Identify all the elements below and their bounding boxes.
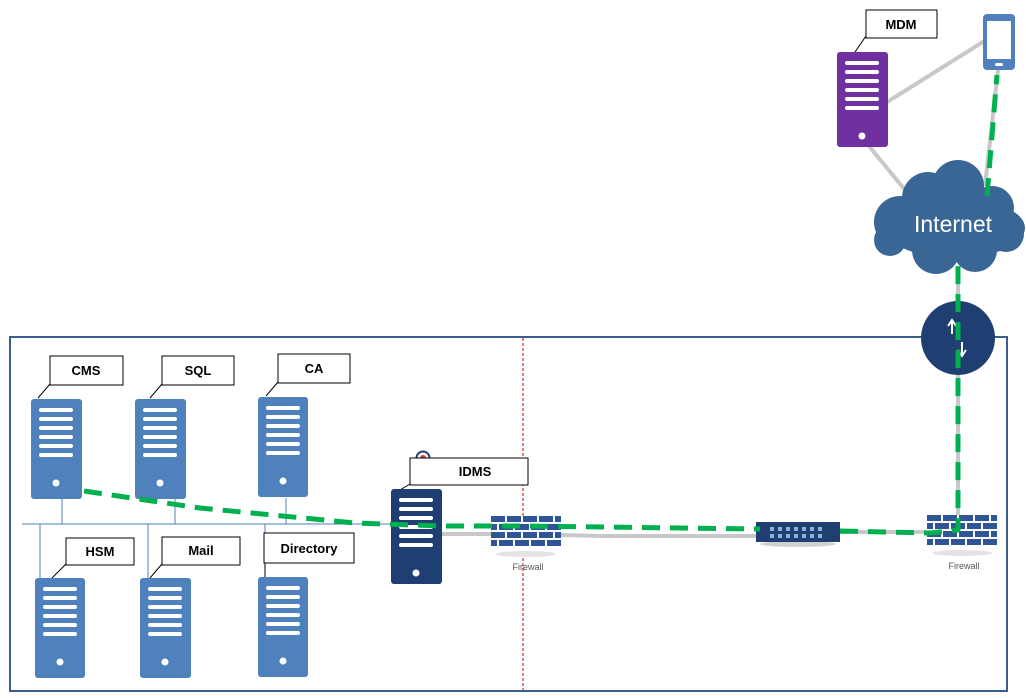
- svg-text:CMS: CMS: [72, 363, 101, 378]
- internet-cloud: Internet: [874, 160, 1025, 274]
- server-idms: [391, 489, 442, 584]
- svg-text:SQL: SQL: [185, 363, 212, 378]
- firewall-internal: Firewall: [491, 516, 561, 572]
- label-idms: IDMS: [409, 457, 529, 486]
- callout-leaders: [37, 35, 867, 579]
- server-directory: [258, 577, 308, 677]
- label-cms: CMS: [49, 355, 124, 386]
- enterprise-boundary: [9, 336, 1008, 692]
- server-ca: [258, 397, 308, 497]
- svg-text:IDMS: IDMS: [459, 464, 492, 479]
- label-ca: CA: [277, 353, 351, 384]
- label-mail: Mail: [161, 536, 241, 566]
- secure-path: [83, 74, 1000, 536]
- svg-text:Mail: Mail: [188, 543, 213, 558]
- svg-text:HSM: HSM: [86, 544, 115, 559]
- label-mdm: MDM: [865, 9, 938, 39]
- mobile-phone-icon: [983, 14, 1015, 70]
- svg-text:CA: CA: [305, 361, 324, 376]
- firewall-perimeter: Firewall: [927, 515, 997, 571]
- server-mdm: [837, 52, 888, 147]
- label-directory: Directory: [263, 532, 355, 564]
- firewall-label: Firewall: [512, 562, 543, 572]
- internet-label: Internet: [914, 211, 993, 237]
- firewall-label: Firewall: [948, 561, 979, 571]
- svg-text:Directory: Directory: [280, 541, 338, 556]
- svg-text:MDM: MDM: [885, 17, 916, 32]
- server-sql: [135, 399, 186, 499]
- server-mail: [140, 578, 191, 678]
- server-cms: [31, 399, 82, 499]
- label-sql: SQL: [161, 355, 235, 386]
- label-hsm: HSM: [65, 537, 135, 566]
- server-hsm: [35, 578, 85, 678]
- switch-icon: [756, 522, 840, 547]
- firewall-icon: [491, 516, 561, 552]
